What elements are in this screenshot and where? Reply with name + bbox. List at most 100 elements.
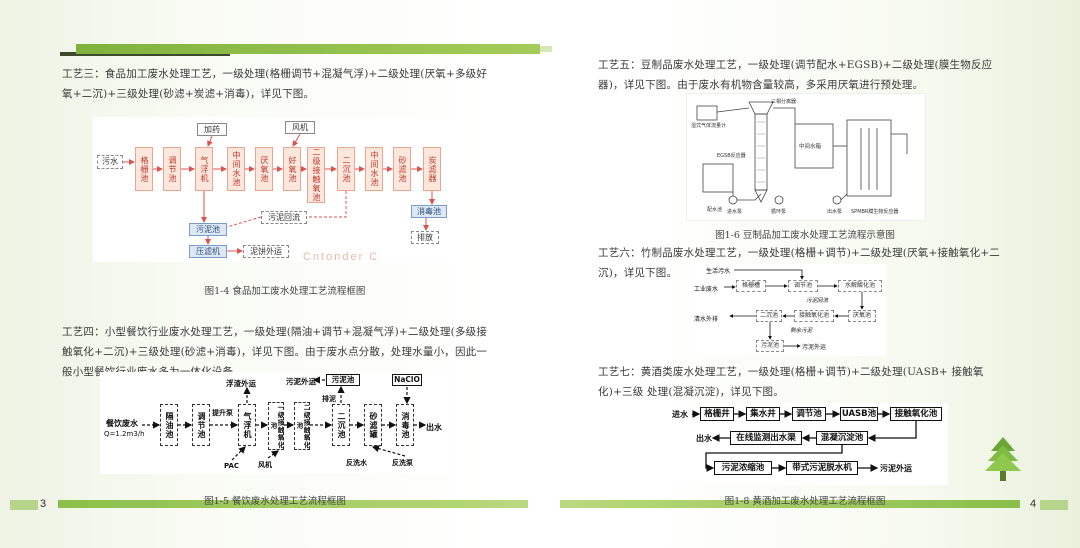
fig8-collect: 集水井 [746,407,780,421]
fig8-uasb: UASB池 [840,407,878,421]
fig4-adjust: 调节池 [163,147,181,191]
header-bar-light [540,46,552,52]
fig-1-4-caption: 图1-4 食品加工废水处理工艺流程框图 [204,286,366,297]
fig5-inlet: 餐饮废水 [106,419,138,428]
fig8-contact: 接触氧化池 [890,407,942,421]
bamboo-settle2: 二沉池 [756,310,782,322]
fig4-anaerobic: 厌氧池 [255,147,273,191]
fig4-blower: 风机 [285,121,315,134]
fig-1-6: 湿式气体流量计 三相分离器 EGSB反应器 中间水箱 配水池 进水泵 循环泵 出… [686,93,926,221]
fig4-watermark: Cntonder C [303,251,380,263]
footer-bar-right [560,500,1020,508]
fig5-settle: 二沉池 [332,404,350,446]
fig5-filter: 砂滤罐 [364,404,382,446]
fig5-flow: Q=1.2m3/h [104,430,145,438]
fig4-settle2: 二沉池 [337,147,355,191]
fig-bamboo: 生活污水 工业废水 格栅槽 调节池 水解酸化池 污泥回流 清水外排 二沉池 接触… [690,264,886,356]
fig6-mbr: SPMBR膜生物反应器 [851,209,899,215]
tree-icon [985,437,1021,481]
fig8-coag: 混凝沉淀池 [816,431,868,445]
fig5-lift: 提升泵 [212,409,233,417]
fig4-flotation: 气浮机 [195,147,213,191]
fig6-mid-tank: 中间水箱 [799,144,822,150]
footer-bar-left [58,500,528,508]
bamboo-mud-out: 污泥外运 [802,344,827,351]
fig4-sludge: 污泥池 [189,223,227,236]
fig6-reactor: EGSB反应器 [717,153,746,159]
fig6-meter: 湿式气体流量计 [691,123,727,129]
fig5-contact2: 二级接触氧化池 [294,402,310,450]
bamboo-reflux: 污泥回流 [806,298,829,304]
fig8-grille: 格栅井 [700,407,734,421]
right-para-1: 工艺五：豆制品废水处理工艺，一级处理(调节配水+EGSB)+二级处理(膜生物反应… [598,59,993,91]
fig8-press: 带式污泥脱水机 [786,461,858,475]
fig5-disinfect: 消毒池 [396,404,414,446]
fig4-mid1: 中间水池 [227,147,245,191]
page-number-right: 4 [1030,498,1037,510]
bamboo-clean-out: 清水外排 [694,316,719,323]
fig5-contact1: 一级接触氧化池 [268,402,284,450]
fig5-flotation: 气浮机 [238,404,256,446]
fig4-disinfect: 消毒池 [411,205,447,218]
left-para-1: 工艺三：食品加工废水处理工艺，一级处理(格栅调节+混凝气浮)+二级处理(厌氧+多… [62,68,488,100]
header-bar-green [76,44,540,54]
fig5-naclo: NaClO [392,374,422,386]
fig4-arrows [123,133,435,254]
fig8-inlet: 进水 [672,410,688,419]
fig5-oil: 隔油池 [160,404,178,446]
footer-bar-right-light [1040,500,1068,510]
fig4-reflux: 污泥回流 [261,211,307,224]
fig4-aerobic: 好氧池 [283,147,301,191]
bamboo-grille: 格栅槽 [736,280,766,292]
footer-bar-left-light [10,500,38,510]
fig8-mud-out: 污泥外运 [880,464,912,473]
fig6-gas: 三相分离器 [771,99,797,105]
fig-1-5: 餐饮废水 Q=1.2m3/h 隔油池 调节池 气浮机 一级接触氧化池 二级接触氧… [100,372,448,474]
fig5-sludge-pool: 污泥池 [326,374,360,386]
fig8-monitor: 在线监测出水渠 [730,431,802,445]
fig5-pac: PAC [224,462,240,470]
left-para-2: 工艺四：小型餐饮行业废水处理工艺，一级处理(隔油+调节+混凝气浮)+二级处理(多… [62,326,488,378]
fig4-raw: 污水 [97,155,123,169]
fig6-in-pump: 进水泵 [727,209,743,215]
fig6-dist: 配水池 [707,207,723,213]
fig4-discharge: 排放 [411,231,439,244]
header-bar-dark [60,52,230,56]
fig8-thicken: 污泥浓缩池 [714,461,772,475]
bamboo-contact: 接触氧化池 [794,310,834,322]
fig5-outlet: 出水 [426,423,442,432]
fig-1-4: 污水 格栅池 调节池 气浮机 中间水池 厌氧池 好氧池 二级接触氧池 二沉池 中… [93,117,455,263]
bamboo-arrows [724,269,864,348]
fig5-sludge-out: 污泥外运 [286,377,316,386]
fig-1-6-caption: 图1-6 豆制品加工废水处理工艺流程示意图 [715,230,895,241]
fig4-carbon: 炭滤器 [423,147,441,191]
fig6-out-pump: 出水泵 [827,209,843,215]
fig4-filter: 砂滤池 [393,147,411,191]
fig5-backwash-water: 反洗水 [346,459,367,467]
fig5-adjust: 调节池 [192,404,210,446]
fig6-circ-pump: 循环泵 [771,209,787,215]
fig5-arrows [142,376,427,461]
bamboo-adjust: 调节池 [788,280,818,292]
fig4-press: 压滤机 [189,245,227,258]
bamboo-life: 生活污水 [706,268,731,275]
fig5-backwash-pump: 反洗泵 [392,459,413,467]
right-para-2: 工艺六：竹制品废水处理工艺，一级处理(格栅+调节)+二级处理(厌氧+接触氧化+二… [598,247,1000,279]
bamboo-industrial: 工业废水 [694,286,719,293]
fig5-scum: 浮渣外运 [226,379,256,388]
fig5-drain: 排泥 [322,395,336,403]
fig-1-8: 进水 格栅井 集水井 调节池 UASB池 接触氧化池 出水 在线监测出水渠 混凝… [666,403,948,485]
fig5-blower: 风机 [258,461,272,469]
bamboo-anaerobic: 厌氧池 [848,310,876,322]
fig4-mid2: 中间水池 [365,147,383,191]
bamboo-hydrolysis: 水解酸化池 [838,280,882,292]
fig4-contact: 二级接触氧池 [307,147,325,203]
fig6-schematic [696,101,908,205]
fig4-grille: 格栅池 [135,147,153,191]
bamboo-excess: 剩余污泥 [790,328,813,334]
fig8-outlet: 出水 [696,434,712,443]
fig4-mud-out: 泥饼外运 [243,245,289,258]
fig8-arrows [692,410,917,472]
fig-1-5-caption: 图1-5 餐饮废水处理工艺流程框图 [204,496,346,507]
fig4-dosing: 加药 [197,123,227,136]
